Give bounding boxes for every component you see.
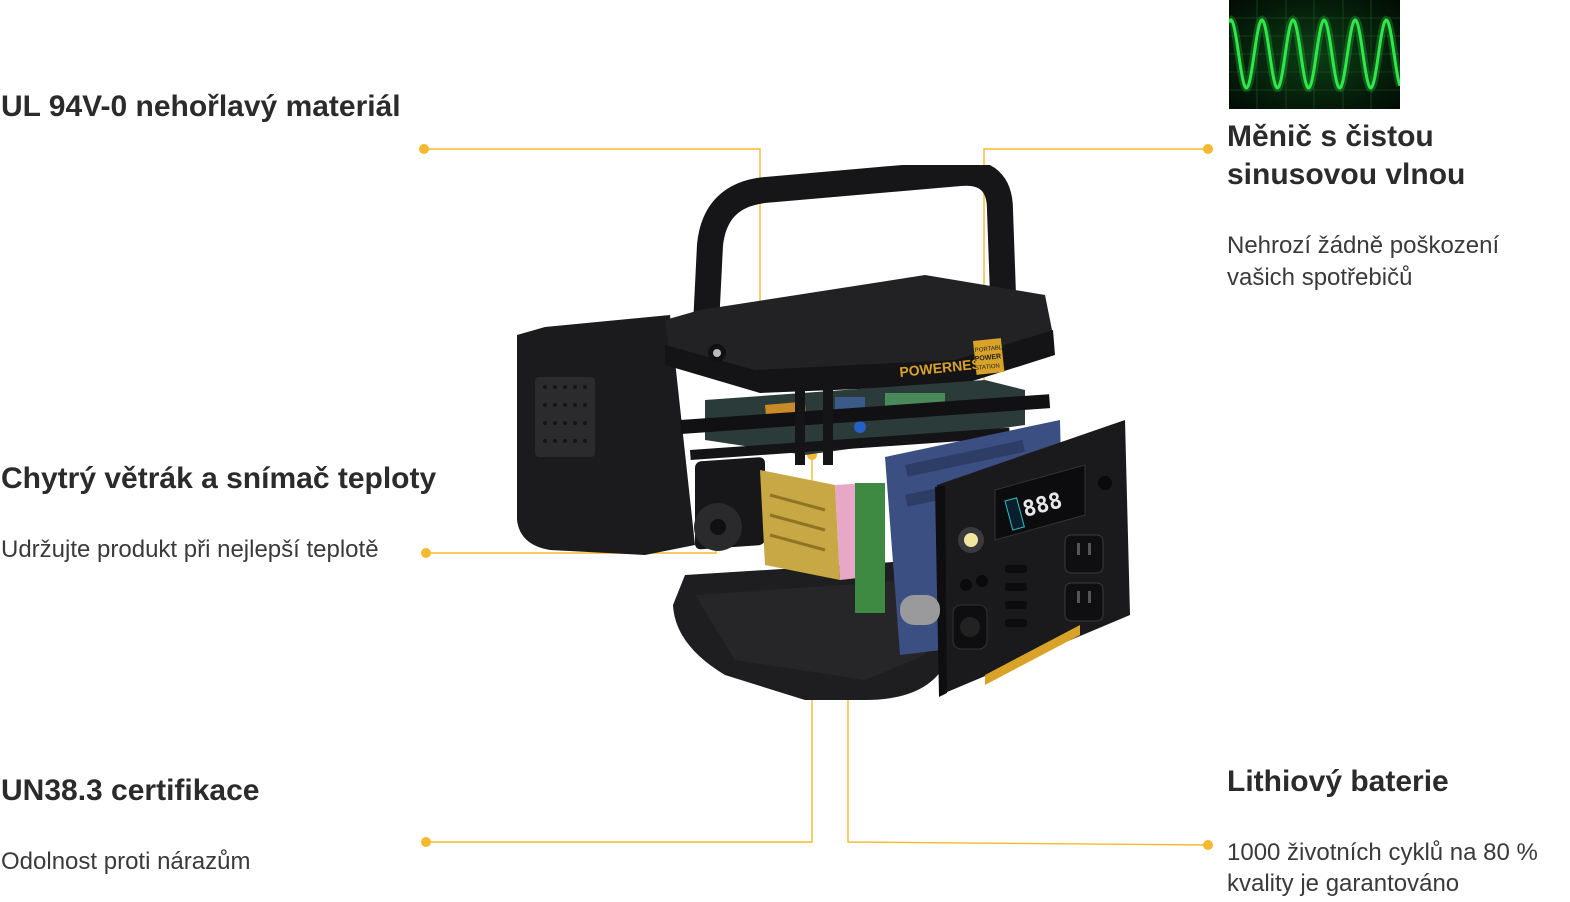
- feature-title-battery: Lithiový baterie: [1227, 765, 1449, 798]
- feature-desc-inverter-line1: Nehrozí žádně poškození: [1227, 232, 1500, 259]
- leader-dot: [419, 144, 429, 154]
- badge-text-2: POWER: [974, 353, 1001, 363]
- feature-desc-battery-line1: 1000 životních cyklů na 80 %: [1227, 839, 1538, 866]
- top-lid: [665, 275, 1053, 375]
- handle: [692, 165, 1016, 346]
- badge-text-3: STATION: [975, 363, 1001, 372]
- input-port: [1098, 476, 1112, 490]
- battery-pack: [760, 470, 840, 580]
- ac-outlet: [1064, 534, 1104, 574]
- back-shell: [517, 315, 695, 555]
- leader-dot: [1203, 144, 1213, 154]
- dc-port: [960, 579, 972, 591]
- feature-desc-battery-line2: kvality je garantováno: [1227, 870, 1460, 897]
- feature-title-inverter-line2: sinusovou vlnou: [1227, 158, 1466, 191]
- leader-dot: [421, 548, 431, 558]
- feature-title-inverter-line1: Měnič s čistou: [1227, 120, 1434, 153]
- feature-title-material: UL 94V-0 nehořlavý materiál: [1, 90, 401, 123]
- leader-dot: [1203, 840, 1213, 850]
- dc-port: [976, 575, 988, 587]
- feature-desc-inverter-line2: vašich spotřebičů: [1227, 264, 1413, 291]
- badge-text-1: PORTABLE: [975, 345, 1007, 354]
- ac-outlet: [1064, 582, 1104, 622]
- power-station-image: POWERNESS PORTABLE POWER STATION 888: [517, 165, 1130, 700]
- feature-title-fan: Chytrý větrák a snímač teploty: [1, 462, 437, 495]
- leader-dot: [421, 837, 431, 847]
- sine-wave-image: [1229, 0, 1400, 109]
- feature-desc-certification: Odolnost proti nárazům: [1, 848, 251, 875]
- leader-material: [424, 148, 761, 362]
- front-panel-rail: [985, 625, 1080, 685]
- vent-grille: [535, 377, 595, 457]
- feature-desc-fan: Udržujte produkt při nejlepší teplotě: [1, 536, 379, 563]
- feature-title-certification: UN38.3 certifikace: [1, 774, 260, 807]
